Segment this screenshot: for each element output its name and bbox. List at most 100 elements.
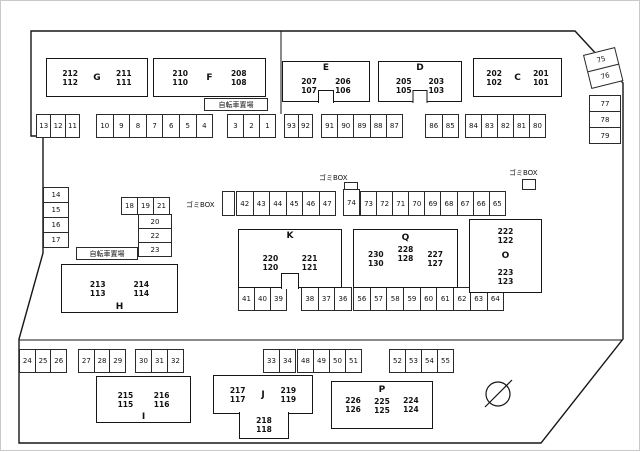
parking-stall: 67 (456, 191, 474, 216)
unit-label: 222 122 (498, 227, 514, 245)
parking-stall: 74 (343, 189, 360, 216)
unit-number: 217 (229, 385, 246, 395)
parking-stall: 85 (441, 114, 459, 138)
parking-stall: 70 (408, 191, 426, 216)
unit-number: 210 (172, 68, 189, 78)
unit-number: 112 (62, 77, 78, 87)
building-letter: D (416, 63, 424, 73)
parking-stall: 47 (318, 191, 336, 216)
unit-label: 212 112 (62, 69, 78, 87)
unit-number: 127 (427, 258, 443, 268)
unit-number: 122 (497, 235, 514, 245)
parking-stall: 55 (437, 349, 454, 373)
unit-label: 215 115 (118, 391, 134, 409)
parking-stall: 52 (389, 349, 406, 373)
parking-stall: 87 (385, 114, 403, 138)
unit-number: 206 (335, 77, 351, 86)
unit-number: 230 (368, 249, 384, 259)
unit-number: 117 (229, 394, 246, 404)
unit-label: 223 123 (498, 268, 514, 286)
parking-stall: 83 (481, 114, 498, 138)
parking-stall: 25 (34, 349, 52, 373)
unit-number: 219 (280, 385, 297, 395)
parking-stall: 5 (178, 114, 197, 138)
parking-stall: 88 (369, 114, 387, 138)
stairwell-notch (412, 89, 428, 103)
parking-stall: 77 (589, 95, 621, 112)
unit-number: 215 (117, 390, 134, 400)
bicycle-parking-label: 自転車置場 (76, 247, 138, 260)
unit-number: 125 (374, 406, 390, 415)
unit-number: 205 (395, 77, 412, 86)
parking-stall: 51 (345, 349, 362, 373)
parking-stall: 32 (167, 349, 184, 373)
unit-number: 207 (301, 77, 317, 86)
unit-number: 101 (533, 77, 549, 87)
parking-stall: 22 (138, 228, 172, 243)
building-e: E 207 107 206 106 (282, 61, 370, 103)
parking-stall: 6 (162, 114, 180, 138)
parking-stall: 91 (321, 114, 339, 138)
parking-stall: 3 (227, 114, 244, 138)
parking-stall: 23 (138, 242, 172, 257)
parking-stall: 20 (138, 214, 172, 229)
parking-stall: 68 (440, 191, 458, 216)
parking-stall: 38 (301, 287, 319, 311)
unit-label: 217 117 (230, 386, 246, 404)
stairwell-notch (318, 89, 334, 103)
building-letter: I (141, 412, 146, 422)
parking-stall: 28 (93, 349, 111, 373)
parking-stall: 80 (529, 114, 546, 138)
building-letter: K (286, 231, 294, 241)
parking-stall: 2 (243, 114, 260, 138)
parking-stall: 36 (334, 287, 352, 311)
unit-label: 216 116 (154, 391, 170, 409)
parking-stall: 81 (513, 114, 530, 138)
parking-stall: 33 (263, 349, 280, 373)
unit-label: 219 119 (281, 386, 297, 404)
bicycle-parking-label: 自転車置場 (204, 98, 268, 111)
unit-number: 107 (301, 86, 317, 95)
building-d: D 205 105 203 103 (378, 61, 462, 103)
unit-label: 221 121 (302, 254, 318, 272)
unit-label: 224 124 (403, 396, 419, 414)
parking-stall: 10 (96, 114, 114, 138)
stairwell-notch (281, 272, 299, 289)
parking-stall: 69 (424, 191, 442, 216)
building-letter: O (501, 251, 510, 261)
building-k: K 220 120 221 121 (238, 229, 342, 289)
parking-stall: 4 (195, 114, 214, 138)
unit-label: 228 128 (398, 245, 414, 263)
parking-stall: 40 (254, 287, 271, 311)
unit-label: 220 120 (263, 254, 279, 272)
unit-number: 211 (115, 68, 132, 78)
parking-stall: 46 (302, 191, 320, 216)
parking-stall: 43 (252, 191, 270, 216)
parking-stall: 93 (284, 114, 299, 138)
parking-stall: 90 (337, 114, 355, 138)
unit-number: 216 (153, 390, 170, 400)
trash-box-label: ゴミBOX (186, 201, 215, 209)
parking-stall: 12 (50, 114, 66, 138)
parking-stall: 89 (353, 114, 371, 138)
building-g: 212 112 G 211 111 (46, 58, 148, 97)
unit-label: 218 118 (256, 416, 272, 434)
parking-stall: 71 (392, 191, 410, 216)
building-q: 230 130 Q 228 128 227 127 (353, 229, 458, 288)
unit-number: 208 (230, 68, 247, 78)
unit-label: 205 105 (396, 77, 412, 95)
unit-label: 210 110 (172, 69, 188, 87)
building-j: 217 117 J 219 119 (213, 375, 313, 414)
unit-number: 121 (301, 263, 318, 272)
unit-number: 213 (89, 279, 106, 289)
unit-number: 119 (280, 394, 297, 404)
unit-number: 201 (533, 68, 549, 78)
parking-stall: 66 (472, 191, 490, 216)
